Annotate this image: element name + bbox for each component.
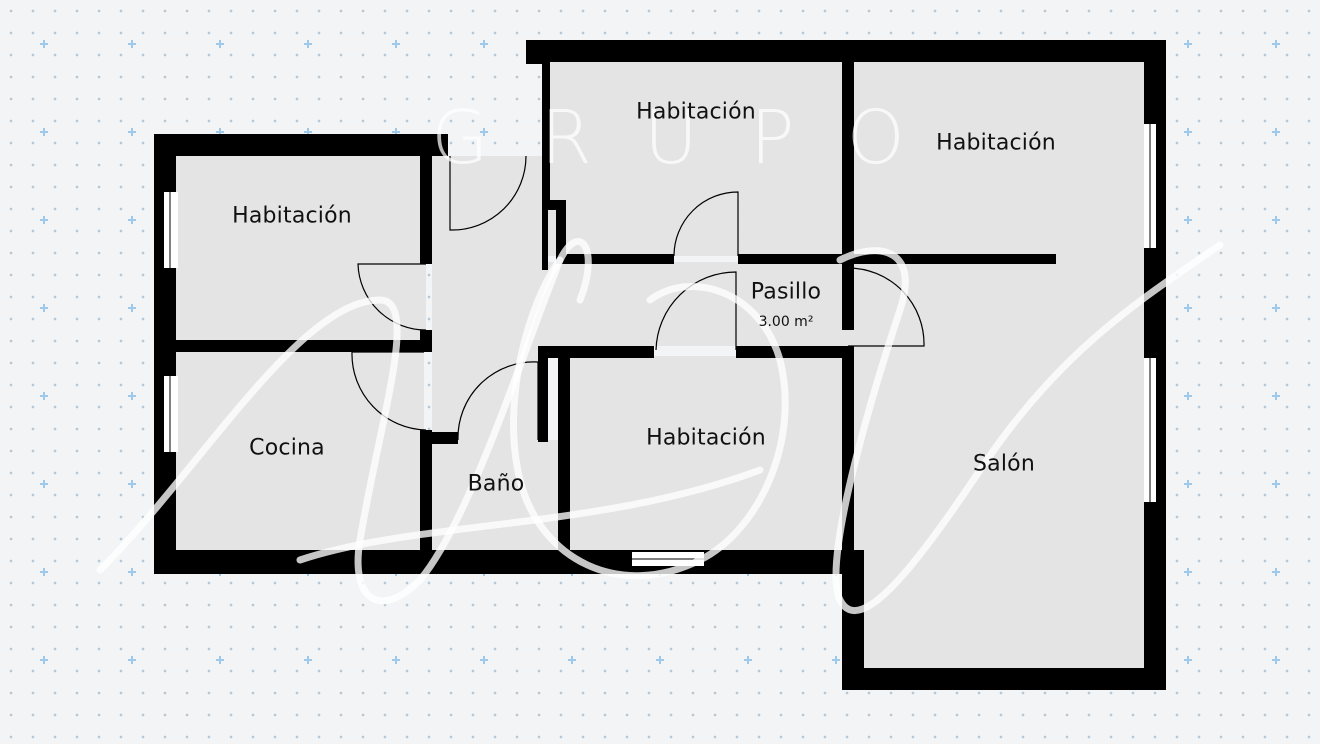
room-label-bano: Baño	[467, 471, 525, 497]
room-label-habitacion-center: Habitación	[646, 425, 766, 451]
room-label-habitacion-left: Habitación	[232, 203, 352, 229]
watermark-text: GRUPO	[431, 95, 957, 181]
room-area-pasillo: 3.00 m²	[758, 314, 814, 330]
room-label-salon: Salón	[973, 451, 1035, 477]
windows	[164, 124, 1156, 566]
room-label-pasillo: Pasillo	[750, 279, 822, 305]
room-label-habitacion-top-center: Habitación	[636, 99, 756, 125]
room-label-cocina: Cocina	[249, 435, 325, 461]
room-label-habitacion-top-right: Habitación	[936, 130, 1056, 156]
floor-fills	[176, 62, 1144, 668]
watermark-logo	[96, 238, 1224, 615]
